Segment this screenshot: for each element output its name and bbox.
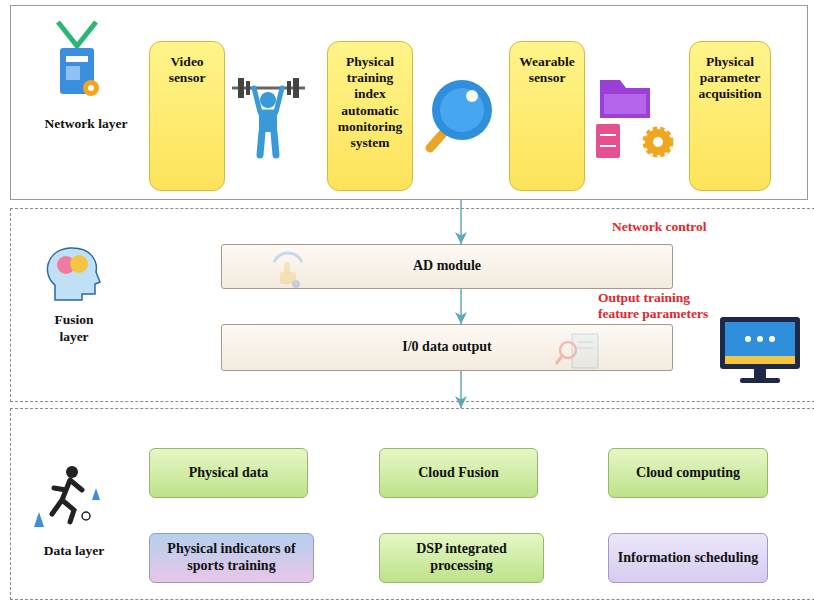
box-label: Cloud computing [632, 465, 744, 482]
box-label: DSP integrated processing [380, 541, 543, 575]
flow-arrow [460, 289, 462, 324]
annotation-label: Network control [612, 219, 752, 235]
sensor-box: Video sensor [149, 41, 225, 191]
paddle-icon [430, 80, 492, 148]
weightlifter-icon [232, 78, 305, 155]
layer-label: Fusion layer [41, 312, 107, 346]
system-box: Physical training index automatic monito… [327, 41, 413, 191]
data-box: Cloud Fusion [379, 448, 538, 498]
data-box: Physical data [149, 448, 308, 498]
data-box: Physical indicators of sports training [149, 533, 314, 583]
badge-icon [58, 22, 99, 96]
layer-label: Data layer [29, 543, 119, 560]
flow-arrow [460, 200, 462, 244]
layer-band: Data layer Physical data Cloud Fusion Cloud… [10, 408, 814, 600]
layer-band: Fusion layer AD moduleI/0 data output [10, 208, 814, 402]
box-label: Wearable sensor [510, 54, 584, 86]
monitor-icon [720, 317, 800, 383]
brain-icon [47, 248, 100, 300]
acquisition-box: Physical parameter acquisition [689, 41, 771, 191]
box-label: AD module [409, 258, 485, 275]
data-box: Information scheduling [608, 533, 768, 583]
data-box: Cloud computing [608, 448, 768, 498]
module-box: AD module [221, 244, 673, 289]
layer-band: Network layer Video sensor Physical traini… [10, 5, 808, 200]
output-box: I/0 data output [221, 324, 673, 371]
box-label: Information scheduling [614, 550, 762, 567]
box-label: Physical indicators of sports training [150, 541, 313, 575]
box-label: Physical parameter acquisition [690, 54, 770, 103]
box-label: Physical data [185, 465, 273, 482]
sensor-box: Wearable sensor [509, 41, 585, 191]
runner-icon [34, 466, 100, 527]
box-label: Physical training index automatic monito… [328, 54, 412, 151]
box-label: Cloud Fusion [414, 465, 503, 482]
flow-arrow [460, 371, 462, 408]
layer-label: Network layer [41, 116, 131, 133]
data-box: DSP integrated processing [379, 533, 544, 583]
annotation-label: Output training feature parameters [598, 290, 716, 321]
box-label: Video sensor [150, 54, 224, 86]
box-label: I/0 data output [398, 339, 495, 356]
data-icon [596, 80, 671, 158]
